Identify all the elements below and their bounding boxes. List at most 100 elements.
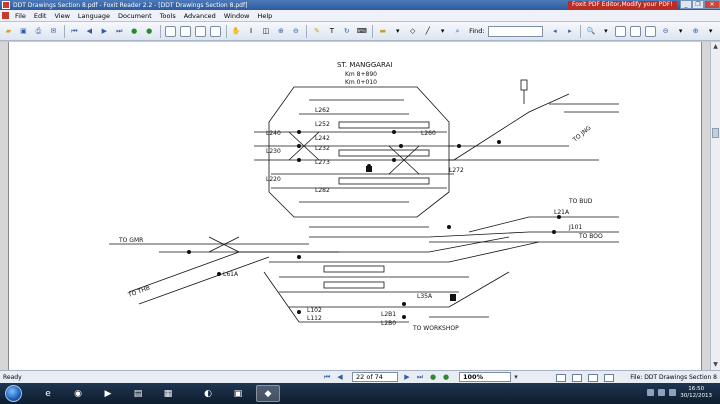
direction-label-bud: TO BUD bbox=[568, 198, 593, 205]
export-document-icon[interactable] bbox=[645, 25, 657, 37]
foxit-reader-taskbar-icon[interactable]: ◆ bbox=[256, 385, 280, 402]
hand-tool-icon[interactable]: ✋ bbox=[231, 27, 241, 35]
menu-window[interactable]: Window bbox=[223, 11, 250, 20]
scroll-down-icon[interactable]: ▼ bbox=[713, 361, 718, 368]
document-viewport[interactable]: ST. MANGGARAI Km 8+890 Km 0+010 TO GMR T… bbox=[0, 42, 710, 370]
menu-document[interactable]: Document bbox=[118, 11, 152, 20]
go-forward-icon[interactable]: ● bbox=[146, 27, 153, 35]
tray-icon[interactable] bbox=[669, 389, 676, 396]
next-page-icon[interactable]: ▶ bbox=[101, 27, 107, 35]
page-number-input[interactable]: 22 of 74 bbox=[352, 372, 398, 382]
last-page-icon[interactable]: ⏭ bbox=[116, 26, 123, 35]
foxit-editor-promo-link[interactable]: Foxit PDF Editor,Modify your PDF! bbox=[568, 1, 677, 9]
menu-tools[interactable]: Tools bbox=[159, 11, 176, 20]
dropdown-chevron-icon[interactable]: ▾ bbox=[440, 27, 445, 35]
close-button[interactable]: ✕ bbox=[704, 0, 720, 9]
save-icon[interactable]: ▣ bbox=[20, 27, 27, 35]
status-facing-icon[interactable] bbox=[588, 374, 598, 382]
highlight-icon[interactable]: ▬ bbox=[379, 27, 387, 35]
minimize-button[interactable]: _ bbox=[680, 0, 692, 9]
find-next-icon[interactable]: ▸ bbox=[568, 27, 572, 35]
status-first-page-icon[interactable]: ⏮ bbox=[323, 373, 331, 381]
signal-label: L252 bbox=[315, 121, 330, 128]
toolbar-separator bbox=[306, 24, 308, 38]
toolbar-separator bbox=[372, 24, 374, 38]
print-icon[interactable]: ⎙ bbox=[35, 26, 42, 35]
zoom-out-icon[interactable]: ⊖ bbox=[292, 27, 299, 35]
new-document-icon[interactable] bbox=[615, 25, 627, 37]
shape-tool-icon[interactable]: ◇ bbox=[410, 27, 416, 35]
facing-view-icon[interactable] bbox=[194, 25, 206, 37]
taskbar-clock[interactable]: 16:50 30/12/2013 bbox=[680, 386, 712, 400]
minus-zoom-icon[interactable]: ⊖ bbox=[662, 27, 669, 35]
continuous-facing-view-icon[interactable] bbox=[209, 25, 221, 37]
km-label-2: Km 0+010 bbox=[345, 79, 377, 86]
vertical-scrollbar[interactable]: ▲ ▼ bbox=[710, 42, 720, 370]
file-explorer-icon[interactable]: ▤ bbox=[133, 388, 143, 399]
document-menu-icon[interactable] bbox=[2, 12, 9, 19]
app-icon[interactable]: ◐ bbox=[204, 388, 212, 399]
menu-edit[interactable]: Edit bbox=[33, 11, 47, 20]
status-back-icon[interactable]: ● bbox=[429, 373, 437, 381]
signal-label: L240 bbox=[266, 130, 281, 137]
select-text-icon[interactable]: I bbox=[249, 27, 253, 35]
rotate-icon[interactable]: ↻ bbox=[343, 27, 350, 35]
status-continuous-facing-icon[interactable] bbox=[604, 374, 614, 382]
previous-page-icon[interactable]: ◀ bbox=[86, 27, 93, 35]
find-input[interactable] bbox=[487, 25, 544, 37]
snapshot-icon[interactable]: ◫ bbox=[262, 27, 270, 35]
status-single-page-icon[interactable] bbox=[556, 374, 566, 382]
zoom-in-icon[interactable]: ⊕ bbox=[278, 27, 284, 35]
line-tool-icon[interactable]: ╱ bbox=[425, 27, 430, 35]
media-player-icon[interactable]: ▶ bbox=[104, 388, 112, 399]
signal-label: L35A bbox=[417, 293, 433, 300]
dropdown-chevron-icon[interactable]: ▾ bbox=[395, 27, 400, 35]
status-last-page-icon[interactable]: ⏭ bbox=[416, 373, 424, 381]
typewriter-icon[interactable]: ⌨ bbox=[356, 27, 367, 35]
plus-zoom-icon[interactable]: ⊕ bbox=[692, 27, 699, 35]
start-button-icon[interactable] bbox=[5, 385, 22, 402]
menu-help[interactable]: Help bbox=[257, 11, 273, 20]
zoom-dropdown-icon[interactable]: ▾ bbox=[514, 373, 518, 381]
tray-icon[interactable] bbox=[658, 389, 665, 396]
title-bar: DDT Drawings Section 8.pdf - Foxit Reade… bbox=[0, 0, 720, 10]
menu-language[interactable]: Language bbox=[77, 11, 110, 20]
scrollbar-thumb[interactable] bbox=[712, 128, 719, 138]
signal-label: L2B0 bbox=[381, 320, 396, 327]
menu-file[interactable]: File bbox=[15, 11, 26, 20]
dropdown-chevron-icon[interactable]: ▾ bbox=[604, 27, 608, 35]
signal-label: L21A bbox=[554, 209, 570, 216]
first-page-icon[interactable]: ⏮ bbox=[71, 26, 78, 35]
tray-icon[interactable] bbox=[647, 389, 654, 396]
menu-bar: File Edit View Language Document Tools A… bbox=[0, 10, 720, 22]
restore-button[interactable]: ❐ bbox=[692, 0, 704, 9]
image-viewer-icon[interactable]: ▣ bbox=[233, 388, 243, 399]
folder-icon[interactable]: ▦ bbox=[163, 388, 173, 399]
open-folder-icon[interactable]: ▰ bbox=[5, 27, 12, 35]
continuous-view-icon[interactable] bbox=[179, 25, 191, 37]
menu-advanced[interactable]: Advanced bbox=[183, 11, 216, 20]
copy-document-icon[interactable] bbox=[630, 25, 642, 37]
signal-label: L220 bbox=[266, 176, 281, 183]
dropdown-chevron-icon[interactable]: ▾ bbox=[678, 27, 683, 35]
internet-explorer-icon[interactable]: e bbox=[45, 388, 51, 399]
status-forward-icon[interactable]: ● bbox=[442, 373, 450, 381]
single-page-view-icon[interactable] bbox=[164, 25, 176, 37]
dropdown-chevron-icon[interactable]: ▾ bbox=[708, 27, 713, 35]
status-next-page-icon[interactable]: ▶ bbox=[404, 373, 410, 381]
signal-label: L232 bbox=[315, 145, 330, 152]
note-icon[interactable]: ✎ bbox=[313, 27, 320, 35]
text-tool-icon[interactable]: T bbox=[329, 27, 334, 35]
chrome-icon[interactable]: ◉ bbox=[74, 388, 82, 399]
scroll-up-icon[interactable]: ▲ bbox=[713, 43, 718, 50]
search-icon[interactable]: 🔍 bbox=[586, 27, 596, 35]
signal-label: L102 bbox=[307, 307, 322, 314]
go-back-icon[interactable]: ● bbox=[131, 27, 138, 35]
status-previous-page-icon[interactable]: ◀ bbox=[337, 373, 343, 381]
find-previous-icon[interactable]: ◂ bbox=[553, 27, 557, 35]
email-icon[interactable]: ✉ bbox=[50, 27, 57, 35]
menu-view[interactable]: View bbox=[54, 11, 70, 20]
status-continuous-icon[interactable] bbox=[572, 374, 582, 382]
zoom-select[interactable]: 100% bbox=[459, 372, 511, 382]
find-icon[interactable]: ⌕ bbox=[455, 26, 460, 35]
